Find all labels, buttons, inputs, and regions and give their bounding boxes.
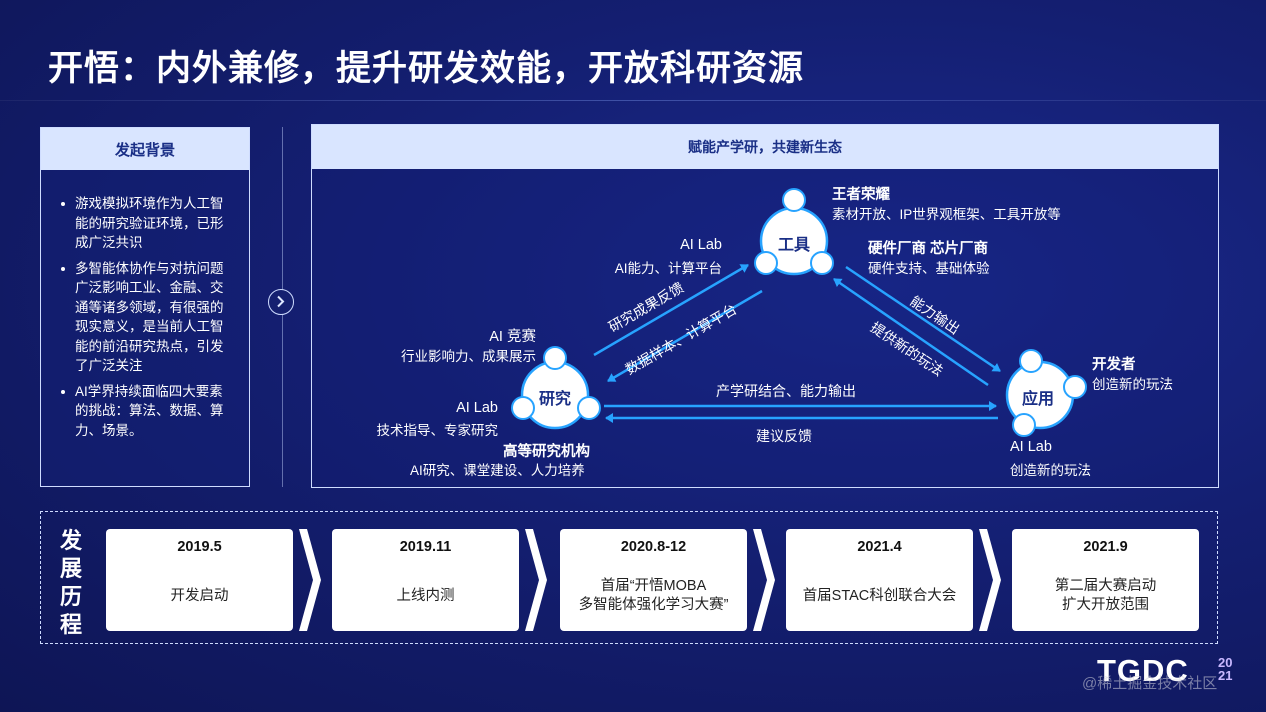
- timeline-card: 2020.8-12 首届“开悟MOBA 多智能体强化学习大赛”: [560, 529, 747, 631]
- watermark: @稀土掘金技术社区: [1082, 675, 1218, 692]
- timeline-text: 开发启动: [170, 587, 229, 604]
- app-bottom-desc: 创造新的玩法: [1010, 463, 1091, 478]
- ecosystem-panel: 赋能产学研，共建新生态: [311, 124, 1219, 488]
- tool-top-desc: 素材开放、IP世界观框架、工具开放等: [832, 207, 1061, 222]
- edge-label: 产学研结合、能力输出: [716, 383, 856, 399]
- ecosystem-diagram: [511, 188, 1087, 437]
- logo-year-top: 20: [1218, 655, 1233, 670]
- background-item: AI学界持续面临四大要素的挑战：算法、数据、算力、场景。: [59, 382, 231, 441]
- tool-right-desc: 硬件支持、基础体验: [868, 261, 990, 276]
- background-list: 游戏模拟环境作为人工智能的研究验证环境，已形成广泛共识 多智能体协作与对抗问题广…: [41, 170, 249, 440]
- timeline-card: 2019.11 上线内测: [332, 529, 519, 631]
- tgdc-logo: TGDC: [1097, 653, 1189, 688]
- timeline-label-char: 历: [59, 584, 82, 609]
- research-bottom-desc: AI研究、课堂建设、人力培养: [410, 463, 585, 478]
- application-node: [1005, 349, 1087, 437]
- timeline-label: 发 展 历 程: [56, 527, 86, 639]
- timeline-chevron-icon: [753, 529, 775, 631]
- edge-arrow: [607, 289, 763, 383]
- timeline-label-char: 发: [59, 528, 82, 553]
- timeline-date: 2021.4: [857, 539, 902, 555]
- edge-arrow: [833, 277, 989, 387]
- timeline-date: 2019.5: [177, 539, 222, 555]
- edge-arrow: [845, 265, 1001, 373]
- research-bottom-name: 高等研究机构: [503, 444, 590, 460]
- research-left-name: AI Lab: [456, 400, 498, 416]
- background-item: 多智能体协作与对抗问题广泛影响工业、金融、交通等诸多领域，有很强的现实意义，是当…: [59, 259, 231, 376]
- timeline-text: 上线内测: [396, 587, 455, 604]
- timeline-date: 2020.8-12: [620, 539, 687, 555]
- timeline-frame: [40, 511, 1218, 644]
- page-title: 开悟：内外兼修，提升研发效能，开放科研资源: [48, 49, 805, 88]
- timeline-label-char: 展: [59, 556, 82, 581]
- app-right-desc: 创造新的玩法: [1092, 377, 1173, 392]
- timeline-chevron-icon: [525, 529, 547, 631]
- timeline-text: 首届STAC科创联合大会: [802, 587, 957, 604]
- timeline-card: 2021.9 第二届大赛启动 扩大开放范围: [1012, 529, 1199, 631]
- tool-right-name: 硬件厂商 芯片厂商: [868, 241, 989, 257]
- background-panel: 发起背景 游戏模拟环境作为人工智能的研究验证环境，已形成广泛共识 多智能体协作与…: [40, 127, 250, 487]
- timeline-date: 2021.9: [1083, 539, 1128, 555]
- title-divider: [0, 100, 1266, 101]
- research-top-desc: 行业影响力、成果展示: [401, 349, 536, 364]
- app-right-name: 开发者: [1092, 357, 1136, 373]
- tool-node: [754, 188, 834, 276]
- timeline-chevron-icon: [979, 529, 1001, 631]
- chevron-right-icon: [268, 289, 294, 315]
- research-left-desc: 技术指导、专家研究: [376, 423, 499, 438]
- tool-top-name: 王者荣耀: [832, 187, 890, 203]
- tool-left-desc: AI能力、计算平台: [614, 261, 722, 276]
- timeline-chevron-icon: [299, 529, 321, 631]
- timeline-text: 首届“开悟MOBA 多智能体强化学习大赛”: [578, 578, 729, 613]
- tool-node-label: 工具: [778, 237, 811, 254]
- app-bottom-name: AI Lab: [1010, 439, 1052, 455]
- research-top-name: AI 竞赛: [489, 329, 536, 345]
- edge-arrow: [593, 263, 749, 357]
- logo-year-bottom: 21: [1218, 668, 1233, 683]
- research-node: [511, 346, 601, 430]
- timeline-label-char: 程: [59, 612, 82, 637]
- timeline-date: 2019.11: [399, 539, 452, 555]
- tgdc-logo-year: 20 21: [1218, 656, 1232, 682]
- research-node-label: 研究: [539, 391, 572, 408]
- tool-left-name: AI Lab: [680, 237, 722, 253]
- application-node-label: 应用: [1022, 391, 1055, 408]
- timeline-card: 2019.5 开发启动: [106, 529, 293, 631]
- timeline-card: 2021.4 首届STAC科创联合大会: [786, 529, 973, 631]
- ecosystem-heading: 赋能产学研，共建新生态: [312, 125, 1218, 169]
- edge-label: 建议反馈: [756, 428, 812, 444]
- background-item: 游戏模拟环境作为人工智能的研究验证环境，已形成广泛共识: [59, 194, 231, 253]
- background-heading: 发起背景: [41, 128, 249, 170]
- timeline-text: 第二届大赛启动 扩大开放范围: [1054, 578, 1157, 613]
